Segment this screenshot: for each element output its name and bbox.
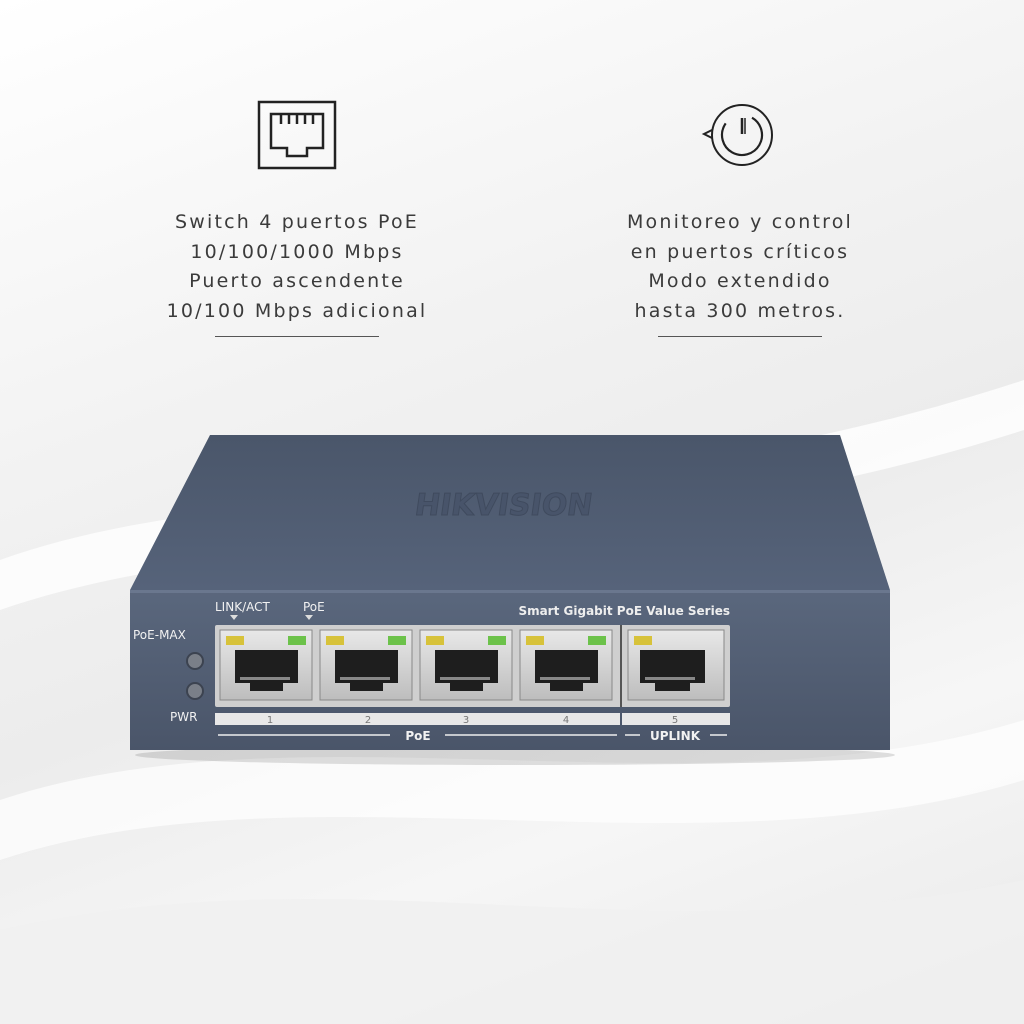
port-number: 3: [463, 715, 469, 726]
poe-group-label: PoE: [405, 729, 430, 743]
pwr-label: PWR: [170, 710, 197, 724]
feature-text: Switch 4 puertos PoE 10/100/1000 Mbps Pu…: [97, 208, 497, 326]
poe-max-led: [186, 652, 204, 670]
feature-line: Modo extendido: [648, 270, 832, 292]
poe-port-4: [519, 629, 613, 701]
divider: [215, 336, 379, 337]
port-number: 5: [672, 715, 678, 726]
feature-line: Switch 4 puertos PoE: [174, 211, 419, 233]
feature-line: Puerto ascendente: [189, 270, 405, 292]
uplink-group-label: UPLINK: [650, 729, 701, 743]
feature-text: Monitoreo y control en puertos críticos …: [540, 208, 940, 326]
power-cycle-icon: [540, 100, 940, 170]
poe-port-3: [419, 629, 513, 701]
network-switch-image: HIKVISION LINK/ACT PoE Smart Gigabit PoE…: [130, 435, 895, 765]
poe-led-label: PoE: [303, 600, 325, 614]
feature-monitoring: Monitoreo y control en puertos críticos …: [540, 100, 940, 337]
feature-line: 10/100/1000 Mbps: [190, 240, 404, 263]
feature-poe-ports: Switch 4 puertos PoE 10/100/1000 Mbps Pu…: [97, 100, 497, 337]
poe-port-2: [319, 629, 413, 701]
feature-line: hasta 300 metros.: [634, 299, 846, 322]
divider: [658, 336, 822, 337]
feature-line: Monitoreo y control: [626, 211, 854, 233]
power-led: [186, 682, 204, 700]
port-number: 1: [267, 715, 273, 726]
poe-max-label: PoE-MAX: [133, 628, 186, 642]
ethernet-port-icon: [97, 100, 497, 170]
link-act-label: LINK/ACT: [215, 600, 270, 614]
brand-logo: HIKVISION: [413, 488, 595, 523]
port-number: 2: [365, 715, 371, 726]
port-number: 4: [563, 715, 569, 726]
feature-line: en puertos críticos: [630, 240, 850, 263]
poe-port-1: [219, 629, 313, 701]
feature-line: 10/100 Mbps adicional: [166, 299, 428, 322]
series-label: Smart Gigabit PoE Value Series: [518, 604, 730, 618]
uplink-port: [627, 629, 725, 701]
